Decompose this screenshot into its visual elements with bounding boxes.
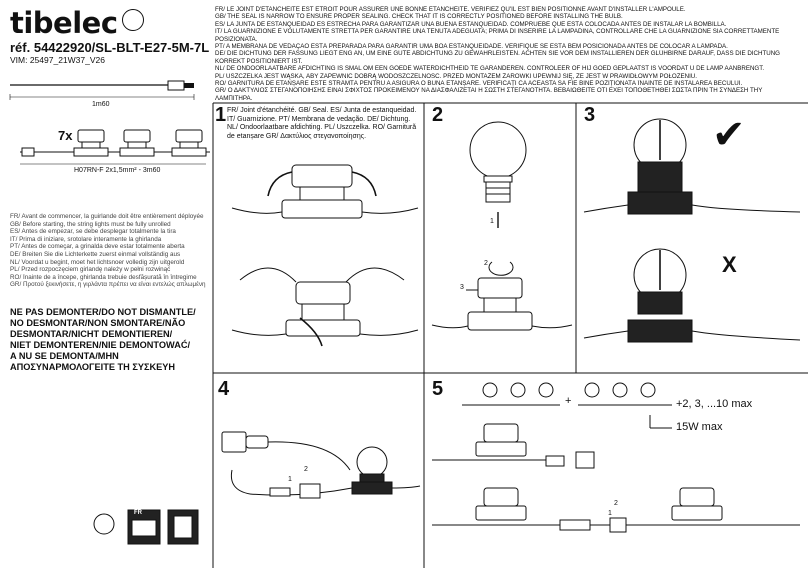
- max-power-label: 15W max: [676, 421, 723, 433]
- product-reference: réf. 54422920/SL-BLT-E27-5M-7L: [10, 40, 210, 55]
- sockets-string-drawing: [20, 129, 210, 165]
- step4-drawing: [221, 431, 421, 499]
- warning-line: A NU SE DEMONTA/MHN: [10, 351, 119, 361]
- brand-name: tibelec: [10, 6, 118, 40]
- unroll-notice-line: RO/ Înainte de a începe, ghirlanda trebu…: [10, 273, 197, 281]
- step-4-label-1: 1: [288, 476, 292, 483]
- seal-notice-line: PT/ A MEMBRANA DE VEDAÇÃO ESTÁ PREPARADA…: [215, 43, 728, 51]
- seal-notice-line: DE/ DIE DICHTUNG DER FASSUNG LIEGT ENG A…: [215, 50, 780, 58]
- step-2-label-3: 3: [460, 284, 464, 291]
- plug-cable-drawing: [9, 80, 195, 100]
- cable-spec-label: H07RN-F 2x1,5mm² - 3m60: [74, 167, 161, 174]
- step-1-text-line: de etanșare GR/ Δακτύλιος στεγανοποίησης…: [227, 132, 367, 140]
- unroll-notice-line: FR/ Avant de commencer, la guirlande doi…: [10, 213, 204, 220]
- unroll-notice-line: IT/ Prima di iniziare, srotolare interam…: [10, 235, 162, 243]
- warning-line: ΑΠΟΣΥΝΑΡΜΟΛΟΓΕΙΤΕ ΤΗ ΣΥΣΚΕΥΗ: [10, 362, 176, 372]
- unroll-notice-line: PT/ Antes de começar, a grinalda deve es…: [10, 243, 185, 251]
- step-2-label-1: 1: [490, 218, 494, 225]
- seal-notice-line: RO/ GARNITURA DE ETANȘARE ESTE STRÂMTĂ P…: [215, 80, 743, 88]
- step3-drawing: [583, 118, 801, 343]
- unroll-notice-line: NL/ Voordat u begint, moet het lichtsnoe…: [10, 258, 185, 266]
- step-5-plus: +: [565, 395, 572, 407]
- unroll-notice-line: GB/ Before starting, the string lights m…: [10, 220, 171, 228]
- step-1-text-line: IT/ Guarnizione. PT/ Membrana de vedação…: [227, 115, 411, 123]
- dismantle-warning: NE PAS DEMONTER/DO NOT DISMANTLE/NO DESM…: [10, 307, 210, 373]
- step-2-label-2: 2: [484, 260, 488, 267]
- step-5-label-1: 1: [608, 510, 612, 517]
- step-2-number: 2: [432, 104, 444, 126]
- warning-line: DESMONTAR/NICHT DEMONTIEREN/: [10, 329, 173, 339]
- seal-notice-line: IT/ LA GUARNIZIONE È VOLUTAMENTE STRETTA…: [215, 28, 780, 36]
- seal-notice-line: GR/ Ο ΔΑΚΤΥΛΙΟΣ ΣΤΕΓΑΝΟΠΟΙΗΣΗΣ ΕΙΝΑΙ ΣΦΙ…: [215, 87, 763, 95]
- seal-notice-line: PL/ USZCZELKA JEST WĄSKA, ABY ZAPEWNIĆ D…: [215, 72, 697, 80]
- unroll-notice-line: PL/ Przed rozpoczęciem girlandę należy w…: [10, 266, 171, 274]
- vim-code: VIM: 25497_21W37_V26: [10, 55, 105, 65]
- unroll-notice-line: DE/ Breiten Sie die Lichterkette zuerst …: [10, 250, 181, 258]
- step-4-label-2: 2: [304, 466, 308, 473]
- seal-notice-line: NL/ DE ONDOORLAATBARE AFDICHTING IS SMAL…: [215, 65, 765, 73]
- max-count-label: +2, 3, ...10 max: [676, 398, 753, 410]
- seal-notice-line: ΛΑΜΠΙΤΗΡΑ.: [215, 94, 253, 102]
- step-4-number: 4: [218, 378, 230, 400]
- recycle-icons: [93, 509, 199, 545]
- warning-line: NO DESMONTAR/NON SMONTARE/NÃO: [10, 318, 186, 328]
- warning-line: NE PAS DEMONTER/DO NOT DISMANTLE/: [10, 307, 196, 317]
- unroll-notice-line: GR/ Προτού ξεκινήσετε, η γιρλάντα πρέπει…: [10, 281, 206, 289]
- cross-icon: X: [722, 252, 737, 277]
- step-3-number: 3: [584, 104, 596, 126]
- tb-logo-icon: [122, 9, 144, 31]
- cable-length-label: 1m60: [92, 101, 110, 108]
- step-5-label-2: 2: [614, 500, 618, 507]
- seal-notice-line: FR/ LE JOINT D'ETANCHEITE EST ETROIT POU…: [215, 6, 686, 13]
- unroll-notice: FR/ Avant de commencer, la guirlande doi…: [10, 213, 210, 289]
- step2-drawing: [431, 121, 573, 331]
- seal-notice-line: POSIZIONATA.: [215, 35, 258, 43]
- quantity-label: 7x: [58, 128, 73, 143]
- seal-notice: FR/ LE JOINT D'ETANCHEITE EST ETROIT POU…: [215, 6, 805, 102]
- step-1-text-line: NL/ Ondoorlaatbare afdichting. PL/ Uszcz…: [227, 124, 417, 132]
- step1-drawing: [231, 164, 419, 347]
- seal-notice-line: GB/ THE SEAL IS NARROW TO ENSURE PROPER …: [215, 13, 623, 21]
- warning-line: NIET DEMONTEREN/NIE DEMONTOWAĆ/: [10, 340, 191, 350]
- step-1-seal-text: FR/ Joint d'étanchéité. GB/ Seal. ES/ Ju…: [227, 107, 422, 141]
- recycle-label: FR: [134, 510, 142, 516]
- seal-notice-line: ES/ LA JUNTA DE ESTANQUEIDAD ES ESTRECHA…: [215, 20, 727, 28]
- step-1-number: 1: [215, 104, 227, 126]
- step-5-number: 5: [432, 378, 444, 400]
- check-icon: ✔: [712, 113, 746, 157]
- step-1-text-line: FR/ Joint d'étanchéité. GB/ Seal. ES/ Ju…: [227, 107, 417, 114]
- unroll-notice-line: ES/ Antes de empezar, se debe desplegar …: [10, 228, 176, 236]
- step5-drawing: [432, 382, 800, 533]
- seal-notice-line: KORREKT POSITIONIERT IST.: [215, 57, 303, 65]
